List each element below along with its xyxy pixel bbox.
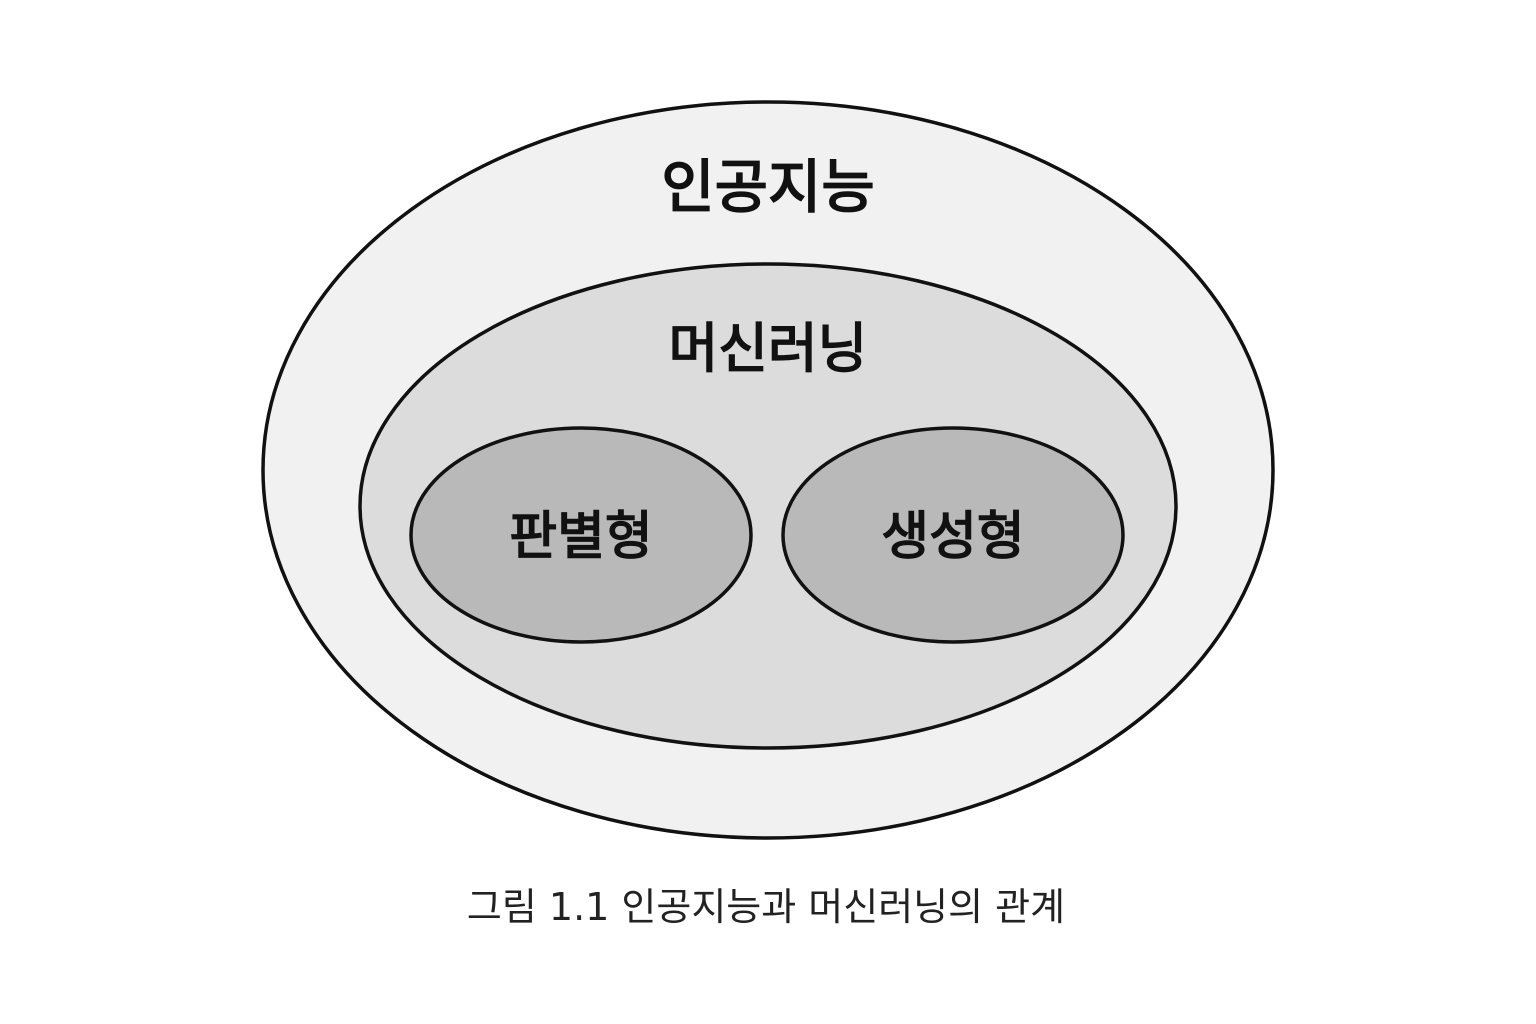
middle-label: 머신러닝	[669, 317, 868, 380]
right-label: 생성형	[881, 507, 1025, 567]
right-ellipse	[781, 426, 1125, 644]
left-ellipse	[409, 426, 753, 644]
left-label: 판별형	[509, 507, 653, 567]
figure-caption: 그림 1.1 인공지능과 머신러닝의 관계	[467, 885, 1065, 929]
outer-label: 인공지능	[661, 153, 874, 221]
